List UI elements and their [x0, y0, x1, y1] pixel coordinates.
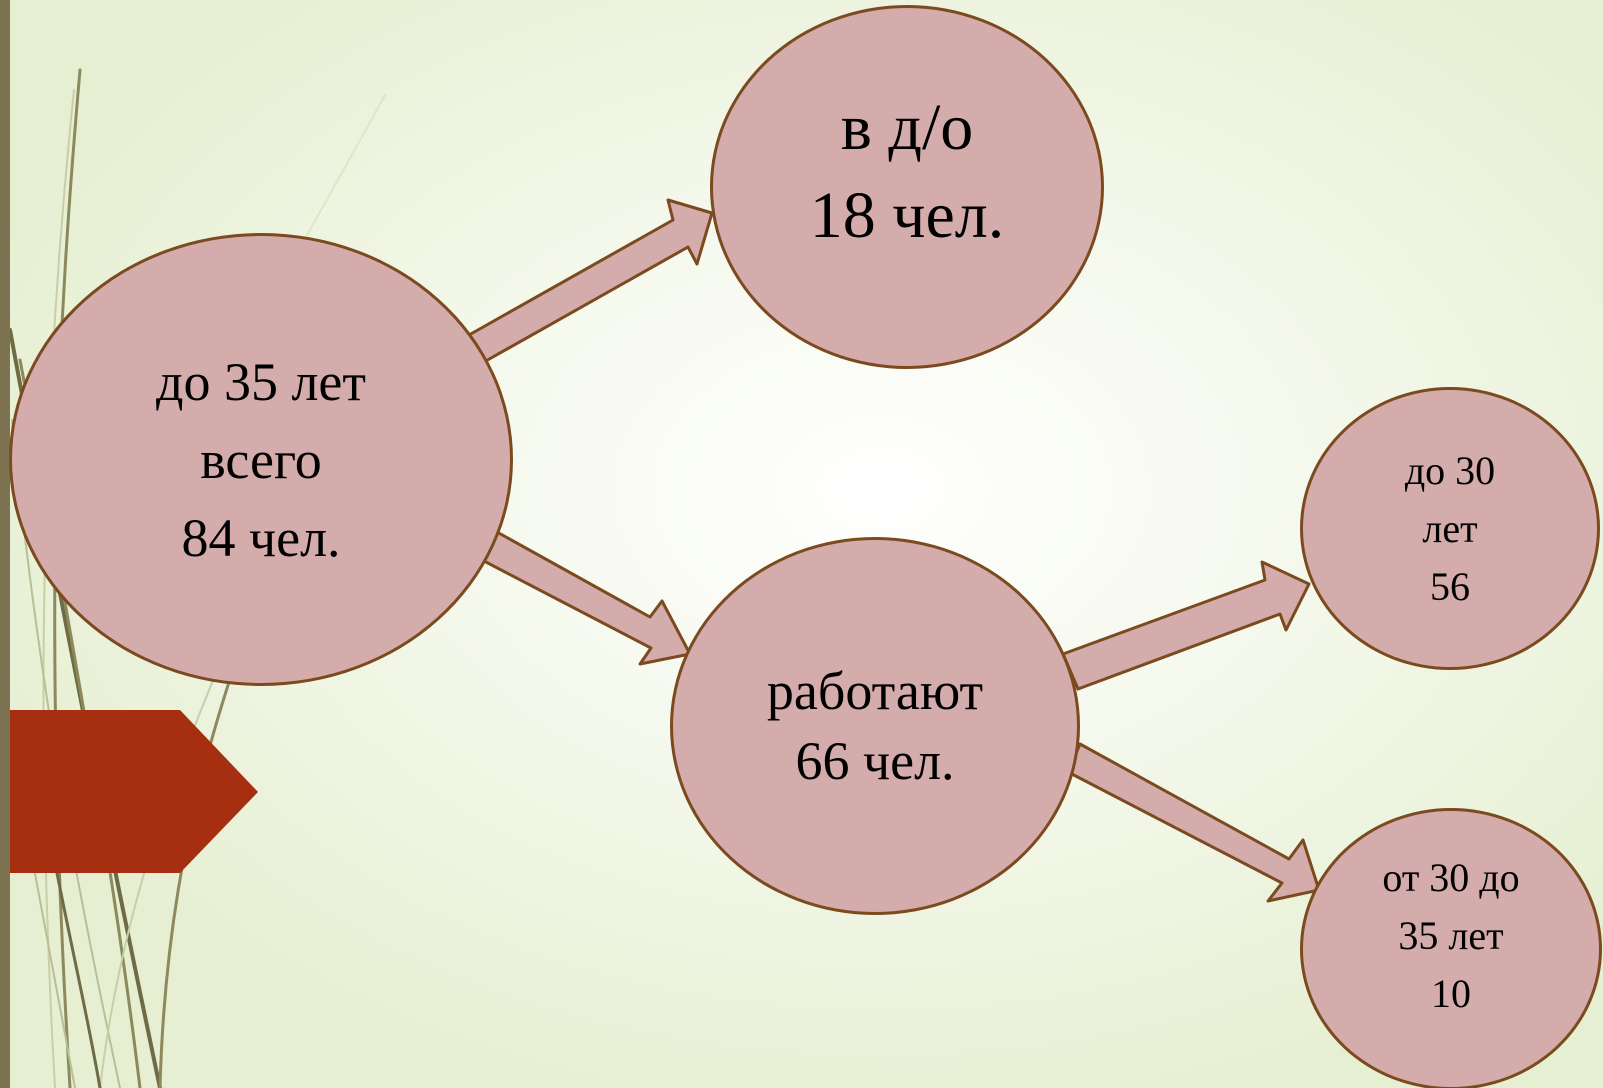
node-u30-line-2: лет [1422, 505, 1478, 551]
arrow-total-to-work [480, 530, 692, 666]
node-total-line-1: до 35 лет [156, 351, 366, 412]
node-on-leave: в д/о 18 чел. [710, 5, 1104, 369]
node-work-line-1: работают [766, 661, 984, 721]
node-30-to-35: от 30 до 35 лет 10 [1300, 808, 1602, 1088]
arrow-work-to-30to35 [1066, 742, 1321, 903]
node-u30-line-3: 56 [1430, 563, 1470, 609]
node-30to35-line-3: 10 [1431, 971, 1471, 1016]
node-30to35-line-1: от 30 до [1382, 855, 1520, 900]
arrow-total-to-do [467, 198, 714, 364]
node-do-line-2: 18 чел. [809, 179, 1005, 252]
node-total-line-2: всего [200, 429, 322, 490]
node-30to35-line-2: 35 лет [1398, 913, 1504, 958]
node-u30-line-1: до 30 [1404, 447, 1496, 493]
node-working: работают 66 чел. [670, 537, 1080, 915]
node-total-under-35: до 35 лет всего 84 чел. [9, 233, 513, 686]
red-tag-shape [0, 710, 258, 873]
node-do-line-1: в д/о [840, 91, 974, 164]
arrow-work-to-u30 [1061, 560, 1311, 691]
node-under-30: до 30 лет 56 [1300, 387, 1600, 670]
left-accent-bar [0, 0, 10, 1088]
node-work-line-2: 66 чел. [795, 731, 955, 791]
node-total-line-3: 84 чел. [181, 507, 341, 568]
